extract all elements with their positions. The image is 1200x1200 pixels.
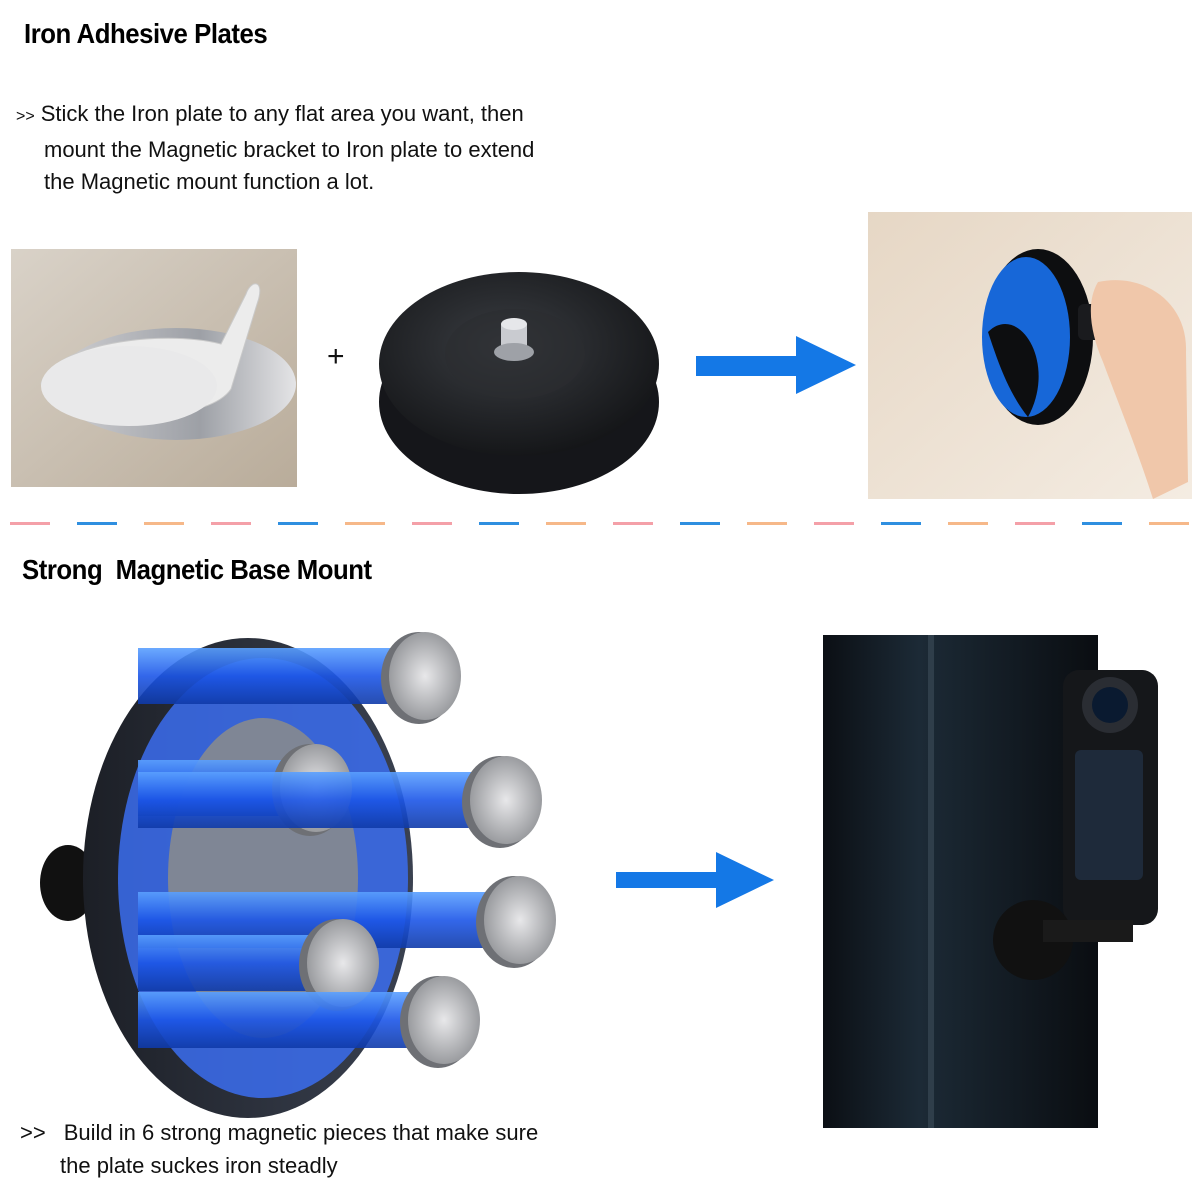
description-line: the Magnetic mount function a lot. [44, 169, 375, 194]
magnet-piece [470, 756, 542, 844]
divider-dash [10, 522, 50, 525]
bullet-marker: >> [16, 108, 35, 125]
divider-dash [345, 522, 385, 525]
magnet-piece [389, 632, 461, 720]
magnetic-field-rod [138, 772, 506, 828]
arrow-right-icon [696, 336, 858, 394]
magnet-exploded-illustration [38, 628, 578, 1118]
magnetic-field-rod [138, 648, 425, 704]
divider-dash [613, 522, 653, 525]
magnet-piece [307, 919, 379, 1007]
magnet-piece [408, 976, 480, 1064]
section-divider [0, 519, 1200, 529]
description-line: the plate suckes iron steadly [60, 1152, 338, 1178]
section2-description: >> Build in 6 strong magnetic pieces that… [20, 1117, 538, 1182]
magnet-piece [484, 876, 556, 964]
description-line: mount the Magnetic bracket to Iron plate… [44, 136, 535, 162]
divider-dash [1082, 522, 1122, 525]
bullet-marker: >> [20, 1120, 46, 1145]
section1-description: >> Stick the Iron plate to any flat area … [16, 98, 534, 199]
magnetic-field-rod [138, 992, 444, 1048]
divider-dash [1149, 522, 1189, 525]
magnetic-base-photo [373, 252, 665, 497]
divider-dash [278, 522, 318, 525]
plus-sign: + [327, 340, 345, 373]
camera-on-box-photo [823, 635, 1160, 1128]
section-heading-iron-adhesive-plates: Iron Adhesive Plates [24, 18, 268, 49]
divider-dash [948, 522, 988, 525]
divider-dash [680, 522, 720, 525]
divider-dash [546, 522, 586, 525]
divider-dash [814, 522, 854, 525]
description-line: Stick the Iron plate to any flat area yo… [40, 101, 524, 126]
divider-dash [747, 522, 787, 525]
divider-dash [412, 522, 452, 525]
divider-dash [77, 522, 117, 525]
divider-dash [881, 522, 921, 525]
description-line: Build in 6 strong magnetic pieces that m… [63, 1120, 539, 1145]
arrow-right-icon [616, 852, 776, 908]
divider-dash [1015, 522, 1055, 525]
divider-dash [144, 522, 184, 525]
wall-mount-photo [868, 212, 1192, 499]
divider-dash [211, 522, 251, 525]
divider-dash [479, 522, 519, 525]
iron-plate-photo [11, 249, 297, 487]
section-heading-strong-magnetic-base-mount: Strong Magnetic Base Mount [22, 554, 372, 585]
